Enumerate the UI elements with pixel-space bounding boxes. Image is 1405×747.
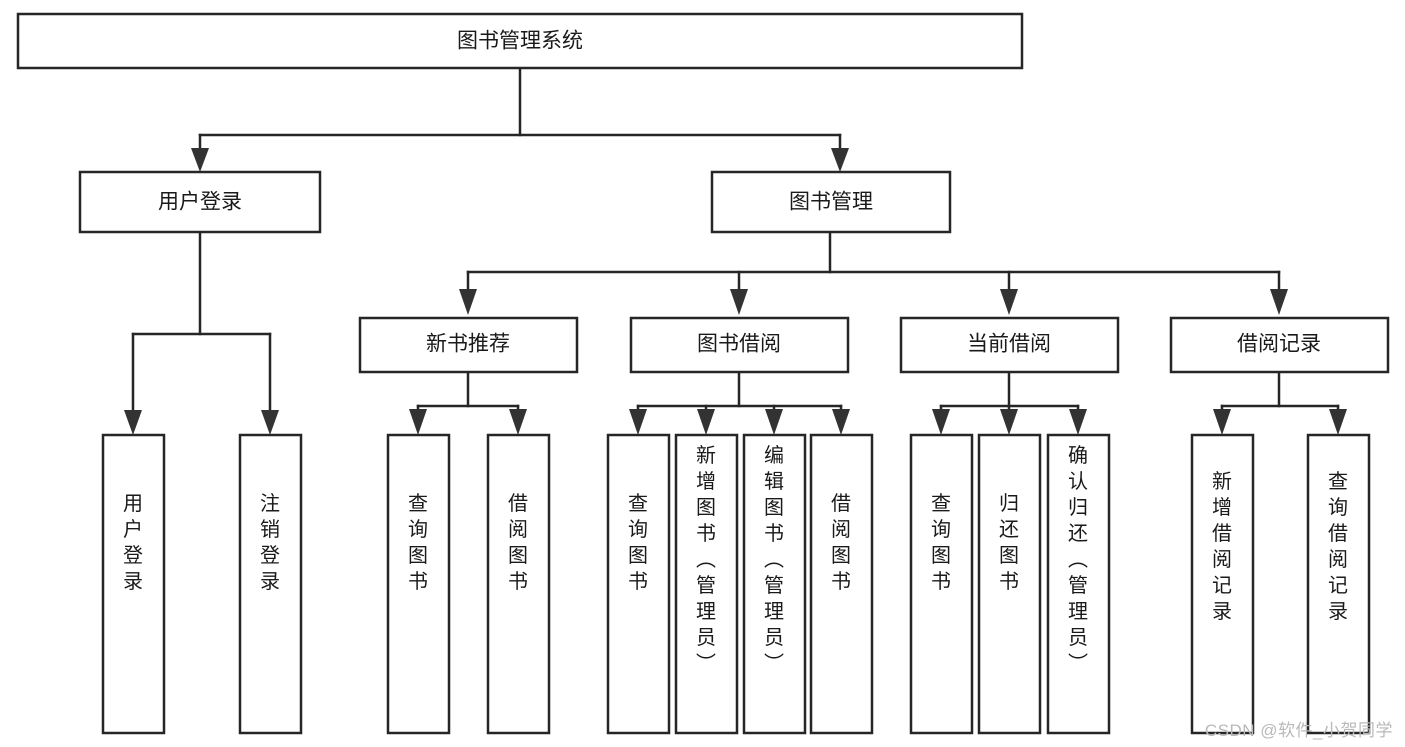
leaf-return-book-label: 归还图书 xyxy=(999,492,1019,593)
arrow-icon xyxy=(1329,409,1347,435)
leaf-query-book-recommend-label: 查询图书 xyxy=(408,492,428,593)
leaf-logout-box[interactable] xyxy=(238,433,303,735)
leaf-add-borrow-record-label: 新增借阅记录 xyxy=(1212,470,1232,623)
leaf-borrow-book-recommend-box[interactable] xyxy=(486,433,551,735)
leaf-user-login-label: 用户登录 xyxy=(123,493,143,593)
leaf-query-book-current[interactable]: 查询图书 xyxy=(909,433,974,735)
node-user-login-box[interactable] xyxy=(78,170,322,234)
leaf-user-login[interactable]: 用户登录 xyxy=(101,433,166,735)
arrow-icon xyxy=(730,289,748,315)
connector-root-to-level2 xyxy=(191,66,849,172)
leaf-logout[interactable]: 注销登录 xyxy=(238,433,303,735)
node-current-borrow[interactable]: 当前借阅 xyxy=(899,316,1120,374)
leaf-query-book-borrow-box[interactable] xyxy=(606,433,671,735)
node-book-management[interactable]: 图书管理 xyxy=(710,170,952,234)
leaf-logout-label: 注销登录 xyxy=(260,492,280,593)
leaf-edit-book-admin-label: 编辑图书︵管理员︶ xyxy=(764,444,784,675)
node-borrow-records-label: 借阅记录 xyxy=(1237,333,1321,356)
leaf-query-borrow-record-box[interactable] xyxy=(1306,433,1371,735)
connector-user-login-to-leaves xyxy=(124,230,279,435)
leaf-confirm-return-admin-label: 确认归还︵管理员︶ xyxy=(1068,444,1088,675)
connector-borrow-to-leaves xyxy=(629,370,850,435)
arrow-icon xyxy=(697,409,715,435)
leaf-borrow-book[interactable]: 借阅图书 xyxy=(809,433,874,735)
node-new-book-recommend-box[interactable] xyxy=(358,316,579,374)
leaf-add-book-admin[interactable]: 新增图书︵管理员︶ xyxy=(674,433,739,735)
leaf-add-book-admin-label: 新增图书︵管理员︶ xyxy=(696,444,716,675)
arrow-icon xyxy=(629,409,647,435)
leaf-query-borrow-record-label: 查询借阅记录 xyxy=(1328,470,1348,623)
node-book-borrow[interactable]: 图书借阅 xyxy=(629,316,850,374)
arrow-icon xyxy=(1213,409,1231,435)
leaf-add-borrow-record-box[interactable] xyxy=(1190,433,1255,735)
leaf-add-book-admin-box[interactable] xyxy=(674,433,739,735)
arrow-icon xyxy=(191,148,209,172)
leaf-confirm-return-admin[interactable]: 确认归还︵管理员︶ xyxy=(1046,433,1111,735)
leaf-edit-book-admin[interactable]: 编辑图书︵管理员︶ xyxy=(742,433,807,735)
leaf-borrow-book-recommend-label: 借阅图书 xyxy=(508,492,528,593)
arrow-icon xyxy=(459,289,477,315)
arrow-icon xyxy=(1069,409,1087,435)
leaf-borrow-book-box[interactable] xyxy=(809,433,874,735)
leaf-user-login-box[interactable] xyxy=(101,433,166,735)
connector-current-to-leaves xyxy=(932,370,1087,435)
leaf-confirm-return-admin-box[interactable] xyxy=(1046,433,1111,735)
arrow-icon xyxy=(261,410,279,435)
node-root-label: 图书管理系统 xyxy=(457,30,583,53)
leaf-add-borrow-record[interactable]: 新增借阅记录 xyxy=(1190,433,1255,735)
leaf-borrow-book-label: 借阅图书 xyxy=(831,492,851,593)
leaf-return-book-box[interactable] xyxy=(977,433,1042,735)
arrow-icon xyxy=(832,409,850,435)
node-root-system[interactable]: 图书管理系统 xyxy=(16,12,1024,70)
arrow-icon xyxy=(1000,409,1018,435)
leaf-query-book-current-box[interactable] xyxy=(909,433,974,735)
arrow-icon xyxy=(831,148,849,172)
node-book-management-label: 图书管理 xyxy=(789,191,873,214)
node-borrow-records-box[interactable] xyxy=(1169,316,1390,374)
leaf-query-book-recommend-box[interactable] xyxy=(386,433,451,735)
leaf-return-book[interactable]: 归还图书 xyxy=(977,433,1042,735)
connector-records-to-leaves xyxy=(1213,370,1347,435)
node-book-borrow-label: 图书借阅 xyxy=(697,333,781,356)
leaf-query-book-recommend[interactable]: 查询图书 xyxy=(386,433,451,735)
node-book-management-box[interactable] xyxy=(710,170,952,234)
arrow-icon xyxy=(1270,289,1288,315)
node-user-login[interactable]: 用户登录 xyxy=(78,170,322,234)
leaf-query-book-borrow[interactable]: 查询图书 xyxy=(606,433,671,735)
node-new-book-recommend-label: 新书推荐 xyxy=(426,333,510,356)
arrow-icon xyxy=(932,409,950,435)
connector-recommend-to-leaves xyxy=(409,370,527,435)
arrow-icon xyxy=(1000,289,1018,315)
arrow-icon xyxy=(409,409,427,435)
node-book-borrow-box[interactable] xyxy=(629,316,850,374)
leaf-query-book-borrow-label: 查询图书 xyxy=(628,492,648,593)
arrow-icon xyxy=(765,409,783,435)
arrow-icon xyxy=(509,409,527,435)
leaf-query-borrow-record[interactable]: 查询借阅记录 xyxy=(1306,433,1371,735)
node-current-borrow-label: 当前借阅 xyxy=(967,333,1051,356)
node-borrow-records[interactable]: 借阅记录 xyxy=(1169,316,1390,374)
leaf-query-book-current-label: 查询图书 xyxy=(931,492,951,593)
node-root-box[interactable] xyxy=(16,12,1024,70)
arrow-icon xyxy=(124,410,142,435)
node-current-borrow-box[interactable] xyxy=(899,316,1120,374)
connector-book-mgmt-to-level3 xyxy=(459,230,1288,315)
leaf-edit-book-admin-box[interactable] xyxy=(742,433,807,735)
node-new-book-recommend[interactable]: 新书推荐 xyxy=(358,316,579,374)
leaf-borrow-book-recommend[interactable]: 借阅图书 xyxy=(486,433,551,735)
node-user-login-label: 用户登录 xyxy=(158,191,242,214)
